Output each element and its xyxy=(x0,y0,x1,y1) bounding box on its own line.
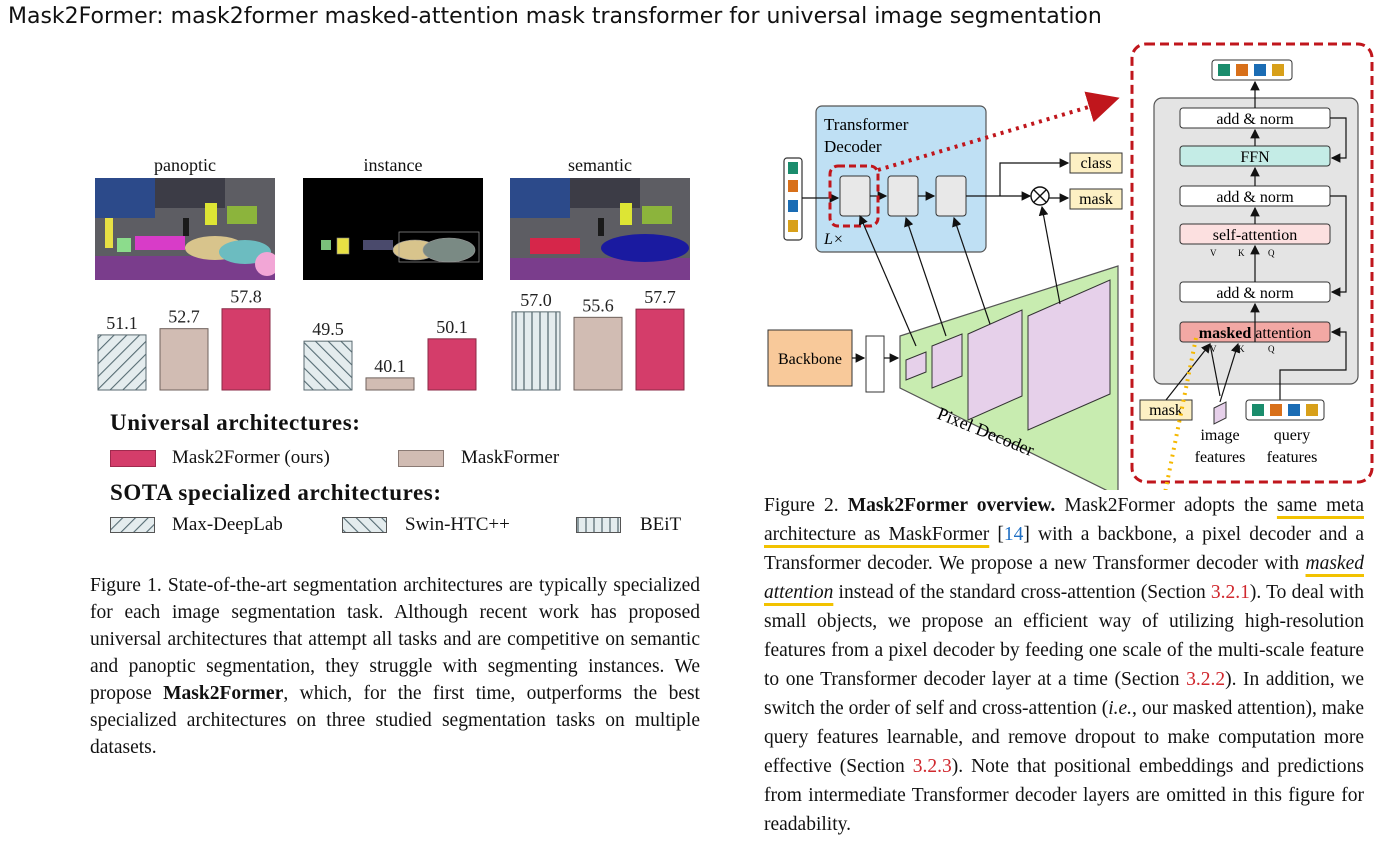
bar-instance-maskformer xyxy=(365,377,415,391)
bar-value-label: 57.8 xyxy=(230,287,262,307)
layer-count-label: L× xyxy=(823,231,844,248)
bar-semantic-beit xyxy=(511,311,561,391)
self-attention-label: self-attention xyxy=(1213,227,1297,244)
legend-label-maskformer: MaskFormer xyxy=(461,447,560,468)
mask-input-label: mask xyxy=(1149,402,1183,419)
page-title: Mask2Former: mask2former masked-attentio… xyxy=(8,4,1102,29)
legend-label-beit: BEiT xyxy=(640,514,682,535)
mask-output-label: mask xyxy=(1079,191,1113,208)
section-link-323[interactable]: 3.2.3 xyxy=(912,756,952,777)
section-link-321[interactable]: 3.2.1 xyxy=(1210,582,1250,603)
panoptic-thumbnail xyxy=(95,178,275,280)
image-features-label-2: features xyxy=(1195,449,1246,466)
panel-label-instance: instance xyxy=(363,155,423,175)
bar-instance-swin-htc- xyxy=(303,340,353,391)
legend-swatch-swin xyxy=(342,517,387,533)
masked-attn-v: V xyxy=(1210,344,1217,354)
class-output xyxy=(1069,152,1123,174)
class-output-label: class xyxy=(1080,155,1111,172)
bar-semantic-maskformer xyxy=(573,316,623,391)
query-tokens-input xyxy=(783,157,803,241)
legend-heading-universal: Universal architectures: xyxy=(110,410,361,435)
panel-label-panoptic: panoptic xyxy=(154,155,216,175)
ffn-label: FFN xyxy=(1240,149,1270,166)
decoder-layer-1 xyxy=(839,175,871,217)
self-attn-k: K xyxy=(1238,248,1245,258)
legend-label-mask2former: Mask2Former (ours) xyxy=(172,447,330,468)
figure2-caption-text-4: instead of the standard cross-attention … xyxy=(833,582,1211,603)
transformer-decoder-label: Transformer xyxy=(824,115,909,134)
legend-swatch-maxdeeplab xyxy=(110,517,155,533)
legend-heading-sota: SOTA specialized architectures: xyxy=(110,480,442,505)
masked-attention-label: masked attention xyxy=(1199,325,1311,342)
figure2-caption-text-6: ). In addition, we switch the order of s… xyxy=(764,669,1364,719)
figure2-caption-underline-1: same meta architecture as MaskFormer xyxy=(764,495,1364,545)
masked-attention-bold: masked xyxy=(1199,325,1252,342)
bar-panoptic-maskformer xyxy=(159,328,209,391)
legend-swatch-maskformer xyxy=(398,450,444,467)
figure2-caption-underline-2: masked attention xyxy=(764,553,1364,603)
figure2-caption-bold: Mask2Former overview. xyxy=(847,495,1056,516)
bar-value-label: 51.1 xyxy=(106,313,138,333)
figure1-caption-text: Figure 1. State-of-the-art segmentation … xyxy=(90,575,700,704)
panel-label-semantic: semantic xyxy=(568,155,632,175)
figure2-caption: Figure 2. Mask2Former overview. Mask2For… xyxy=(764,491,1364,839)
semantic-thumbnail xyxy=(510,178,690,280)
bar-chart: 51.1 52.7 57.8 49.5 40.1 50.1 57.0 55.6 57.7 xyxy=(97,287,685,391)
query-features-label-2: features xyxy=(1267,449,1318,466)
figure2-caption-text: Mask2Former adopts the xyxy=(1055,495,1277,516)
add-norm-1-label: add & norm xyxy=(1216,285,1294,302)
figure2-caption-text-5: ). To deal with small objects, we propos… xyxy=(764,582,1364,690)
masked-attn-k: K xyxy=(1238,344,1245,354)
citation-link[interactable]: 14 xyxy=(1003,524,1024,545)
bar-value-label: 50.1 xyxy=(436,317,468,337)
figure2-caption-text-8: ). Note that positional embeddings and p… xyxy=(764,756,1365,835)
bar-semantic-mask2former-ours- xyxy=(635,308,685,391)
bar-panoptic-mask2former-ours- xyxy=(221,308,271,391)
bar-value-label: 57.7 xyxy=(644,287,676,307)
decoder-layer-detail xyxy=(1130,42,1374,484)
figure2-caption-text-3: ] with a backbone, a pixel decoder and a… xyxy=(764,524,1364,574)
figure2-caption-text-7: , our masked attention), make query feat… xyxy=(764,698,1364,777)
add-norm-3-label: add & norm xyxy=(1216,111,1294,128)
backbone-features xyxy=(865,335,885,393)
add-norm-2-label: add & norm xyxy=(1216,189,1294,206)
bar-instance-mask2former-ours- xyxy=(427,338,477,391)
architecture-diagram: Transformer Decoder L× class mask Backbo… xyxy=(767,42,1374,490)
transformer-decoder-label-2: Decoder xyxy=(824,137,882,156)
bar-panoptic-max-deeplab xyxy=(97,334,147,391)
figure1-caption: Figure 1. State-of-the-art segmentation … xyxy=(90,572,700,761)
figure2-caption-prefix: Figure 2. xyxy=(764,495,848,516)
instance-thumbnail xyxy=(303,178,483,280)
query-features-label: query xyxy=(1274,427,1310,444)
legend-label-maxdeeplab: Max-DeepLab xyxy=(172,514,283,535)
image-features-icon xyxy=(1213,401,1227,425)
mask-output xyxy=(1069,188,1123,210)
legend-swatch-mask2former xyxy=(110,450,156,467)
masked-attn-q: Q xyxy=(1268,344,1275,354)
legend-swatch-beit xyxy=(576,517,621,533)
highlighted-layer xyxy=(828,164,880,228)
bar-value-label: 57.0 xyxy=(520,290,552,310)
bar-value-label: 55.6 xyxy=(582,295,614,315)
self-attn-q: Q xyxy=(1268,248,1275,258)
legend-label-swin: Swin-HTC++ xyxy=(405,514,510,535)
bar-value-label: 52.7 xyxy=(168,307,200,327)
backbone-box xyxy=(767,329,853,387)
self-attn-v: V xyxy=(1210,248,1217,258)
bar-value-label: 49.5 xyxy=(312,319,344,339)
decoder-layer-3 xyxy=(935,175,967,217)
query-features-tokens xyxy=(1245,399,1325,421)
decoder-layer-2 xyxy=(887,175,919,217)
masked-attention-word: attention xyxy=(1255,325,1311,342)
image-features-label: image xyxy=(1200,427,1239,444)
figure1-caption-text-end: , which, for the first time, outperforms… xyxy=(90,683,700,758)
bar-value-label: 40.1 xyxy=(374,356,406,376)
figure1-caption-bold: Mask2Former xyxy=(163,683,284,704)
figure2-caption-ie: i.e. xyxy=(1108,698,1133,719)
section-link-322[interactable]: 3.2.2 xyxy=(1186,669,1226,690)
figure2-caption-text-2: [ xyxy=(989,524,1004,545)
backbone-label: Backbone xyxy=(778,351,842,368)
